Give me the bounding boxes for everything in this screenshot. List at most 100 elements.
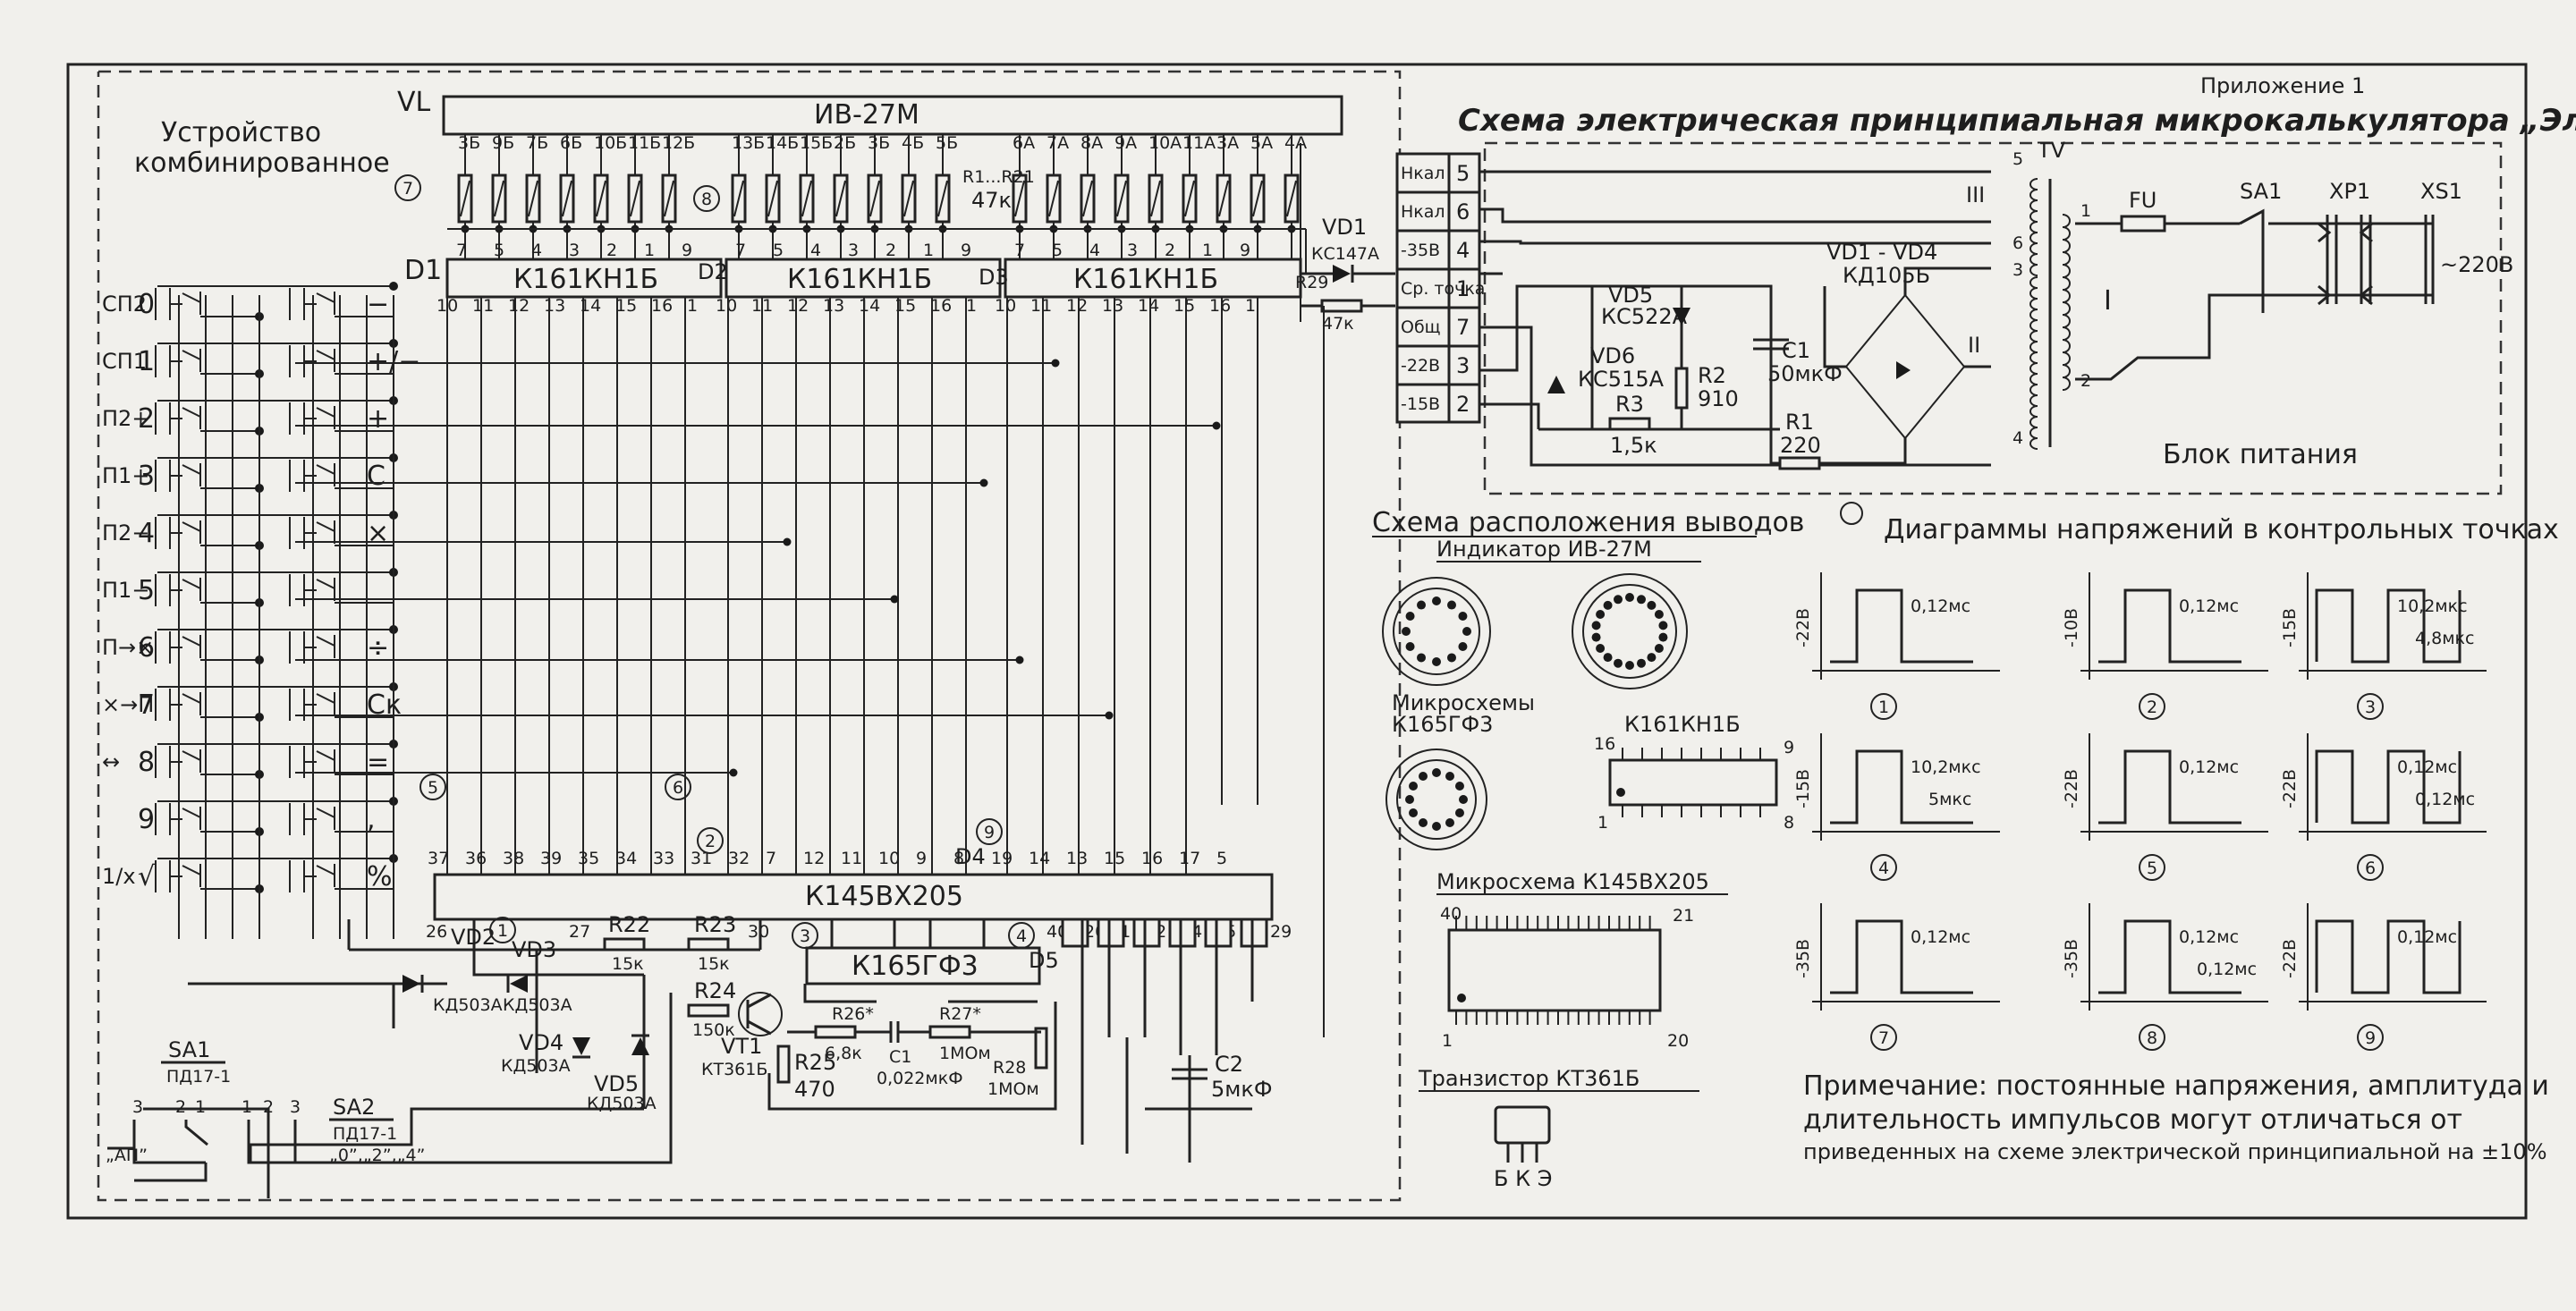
keyboard-row: 1/x√% [102, 854, 398, 893]
key-contact [169, 517, 201, 549]
power-connector [1395, 152, 1481, 424]
r27-ref: R27* [939, 1004, 981, 1024]
pulse-duration: 0,12мс [2397, 757, 2457, 777]
decoder-bottom-pin: 14 [1138, 296, 1159, 316]
power-supply-block [1483, 141, 2503, 495]
chips-pinout-title: Микросхемы [1392, 690, 1535, 715]
psu-c1-ref: С1 [1782, 338, 1810, 363]
indicator-pin-label: 3Б [868, 133, 890, 153]
decoder-bottom-pin: 13 [1102, 296, 1123, 316]
c2-ref: С2 [1215, 1052, 1243, 1077]
vd4-ref: VD4 [519, 1030, 564, 1055]
voltage-waveform [1830, 919, 1973, 994]
d4-top-pin: 12 [803, 849, 825, 868]
decoder-bottom-pin: 10 [716, 296, 737, 316]
decoder-top-pin: 1 [923, 241, 934, 260]
c1-ref: С1 [889, 1047, 911, 1067]
vd1-type: КС147А [1311, 244, 1379, 264]
indicator-pin-label: 12Б [662, 133, 695, 153]
r28-ref: R28 [993, 1058, 1026, 1078]
vd2-ref: VD2 [451, 925, 496, 950]
test-point-marker [693, 185, 720, 212]
key-row-label: П1+ [102, 463, 149, 488]
decoder-top-pin: 3 [569, 241, 580, 260]
decoder-top-pin: 4 [531, 241, 542, 260]
psu-r3-value: 1,5к [1610, 433, 1657, 458]
key-label: √ [138, 861, 156, 892]
k145-package [1447, 928, 1662, 1012]
r29-value: 47к [1322, 314, 1354, 334]
r26-value: 6,8к [825, 1044, 862, 1063]
indicator-name: ИВ-27М [814, 99, 919, 131]
logic-block-boundary [97, 70, 1402, 1202]
psu-tap-6: 6 [2012, 233, 2023, 253]
key-label: С [367, 461, 386, 492]
key-row-label: П2+ [102, 406, 149, 431]
diagram-number: 1 [1878, 698, 1889, 717]
key-label: 9 [138, 804, 155, 835]
chip-d5 [805, 946, 1041, 985]
decoder-bottom-pin: 1 [1245, 296, 1256, 316]
svg-text:1: 1 [1442, 1031, 1453, 1051]
indicator-pin-label: 6Б [560, 133, 582, 153]
sa1-ref: SA1 [168, 1037, 210, 1062]
decoder-bottom-pin: 16 [930, 296, 952, 316]
key-label: 1 [138, 346, 155, 377]
connector-pin: 2 [1456, 392, 1470, 417]
key-contact [303, 517, 335, 549]
test-point-number: 7 [402, 179, 413, 199]
decoder-bottom-pin: 12 [508, 296, 530, 316]
k165-pinout-title: К165ГФ3 [1392, 712, 1493, 737]
psu-transformer [2029, 178, 2071, 450]
sa2-type: ПД17-1 [333, 1124, 397, 1144]
svg-text:16: 16 [1594, 734, 1615, 754]
indicator-pin-label: 4А [1284, 133, 1307, 153]
key-label: − [367, 289, 389, 320]
k161-legs [1616, 748, 1761, 817]
k161-pinout-title: К161КН1Б [1624, 712, 1741, 737]
d4-top-pin: 16 [1141, 849, 1163, 868]
k165-pinout [1385, 749, 1487, 850]
d4-top-pin: 33 [653, 849, 674, 868]
keyboard-row: П2+2+ [102, 396, 398, 436]
decoder-top-pin: 4 [810, 241, 821, 260]
d4-top-pin: 31 [691, 849, 712, 868]
indicator-pin-label: 11А [1182, 133, 1216, 153]
d4-top-pin: 11 [841, 849, 862, 868]
vd1-zener-diode [1333, 265, 1351, 283]
diagram-number: 2 [2147, 698, 2157, 717]
r24-resistor [687, 1003, 730, 1018]
connector-label: -35В [1401, 241, 1440, 260]
r28-value: 1МОм [987, 1079, 1039, 1099]
connector-pin: 5 [1456, 161, 1470, 186]
vd5-diode [631, 1037, 649, 1055]
key-row-label: П2− [102, 520, 149, 546]
decoder-bottom-pin: 16 [1209, 296, 1231, 316]
decoder-top-pin: 2 [1165, 241, 1175, 260]
psu-xp1-ref: XP1 [2329, 179, 2370, 204]
key-contact [303, 574, 335, 606]
pulse-duration: 10,2мкс [1911, 757, 1981, 777]
decoder-top-pin: 3 [848, 241, 859, 260]
d4-top-pin: 34 [615, 849, 637, 868]
voltage-amplitude: -35В [2062, 939, 2081, 978]
keyboard-row: П2−4× [102, 511, 398, 550]
d4-top-pin: 7 [766, 849, 776, 868]
decoder-bottom-pin: 10 [995, 296, 1016, 316]
key-label: 6 [138, 632, 155, 664]
key-contact [303, 345, 335, 377]
indicator-pin-label: 5А [1250, 133, 1273, 153]
d4-top-pin: 8 [953, 849, 964, 868]
psu-tap-3: 3 [2012, 260, 2023, 280]
chip-d1-name: К161КН1Б [513, 264, 658, 295]
chip-d1 [445, 258, 723, 299]
pulse-duration: 0,12мс [1911, 596, 1970, 616]
connector-pin: 4 [1456, 238, 1470, 263]
decoder-bottom-pin: 14 [580, 296, 601, 316]
indicator-pin-label: 5Б [936, 133, 958, 153]
psu-vd5-ref: VD5 [1608, 283, 1653, 308]
key-label: 5 [138, 575, 155, 606]
